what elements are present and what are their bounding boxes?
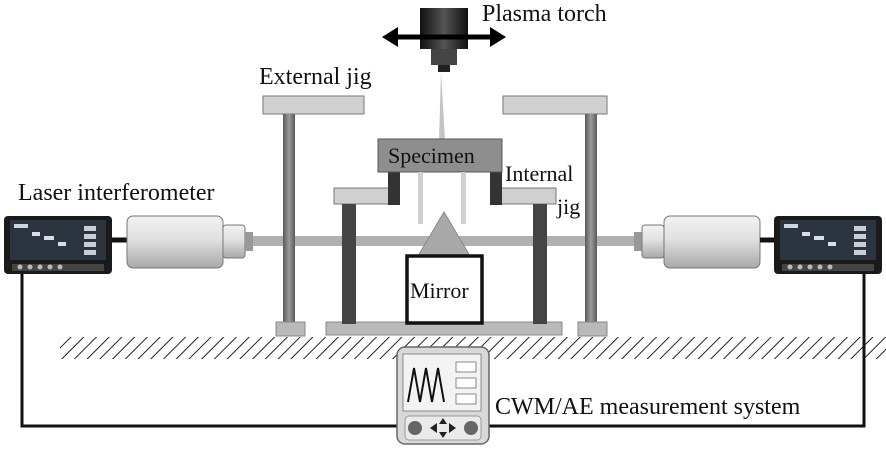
internal-jig-right bbox=[490, 172, 557, 324]
mirror-box bbox=[405, 254, 484, 325]
plasma-jet bbox=[439, 72, 445, 140]
specimen-label: Specimen bbox=[388, 143, 475, 168]
internal-jig-label-line1: Internal bbox=[505, 161, 573, 186]
laser-head-right bbox=[634, 215, 776, 269]
oscilloscope-icon bbox=[396, 346, 490, 445]
external-jig-right bbox=[502, 95, 608, 337]
laser-head-left bbox=[112, 215, 253, 269]
plasma-torch-icon bbox=[420, 8, 468, 72]
internal-jig-label-line2: jig bbox=[556, 194, 580, 219]
laser-interferometer-label: Laser interferometer bbox=[18, 180, 215, 206]
plasma-torch-label: Plasma torch bbox=[482, 1, 607, 27]
interferometer-controller-icon bbox=[4, 216, 112, 274]
measurement-system-label: CWM/AE measurement system bbox=[495, 394, 801, 420]
double-arrow-icon bbox=[382, 27, 506, 47]
external-jig-left bbox=[262, 95, 365, 337]
specimen-block bbox=[377, 138, 503, 173]
interferometer-controller-right-icon bbox=[774, 216, 882, 274]
external-jig-label: External jig bbox=[259, 64, 372, 90]
support-rod-left bbox=[418, 172, 423, 224]
signal-cable bbox=[20, 273, 866, 428]
mirror-label: Mirror bbox=[410, 278, 469, 303]
support-rod-right bbox=[461, 172, 466, 224]
internal-jig-left bbox=[333, 172, 400, 324]
